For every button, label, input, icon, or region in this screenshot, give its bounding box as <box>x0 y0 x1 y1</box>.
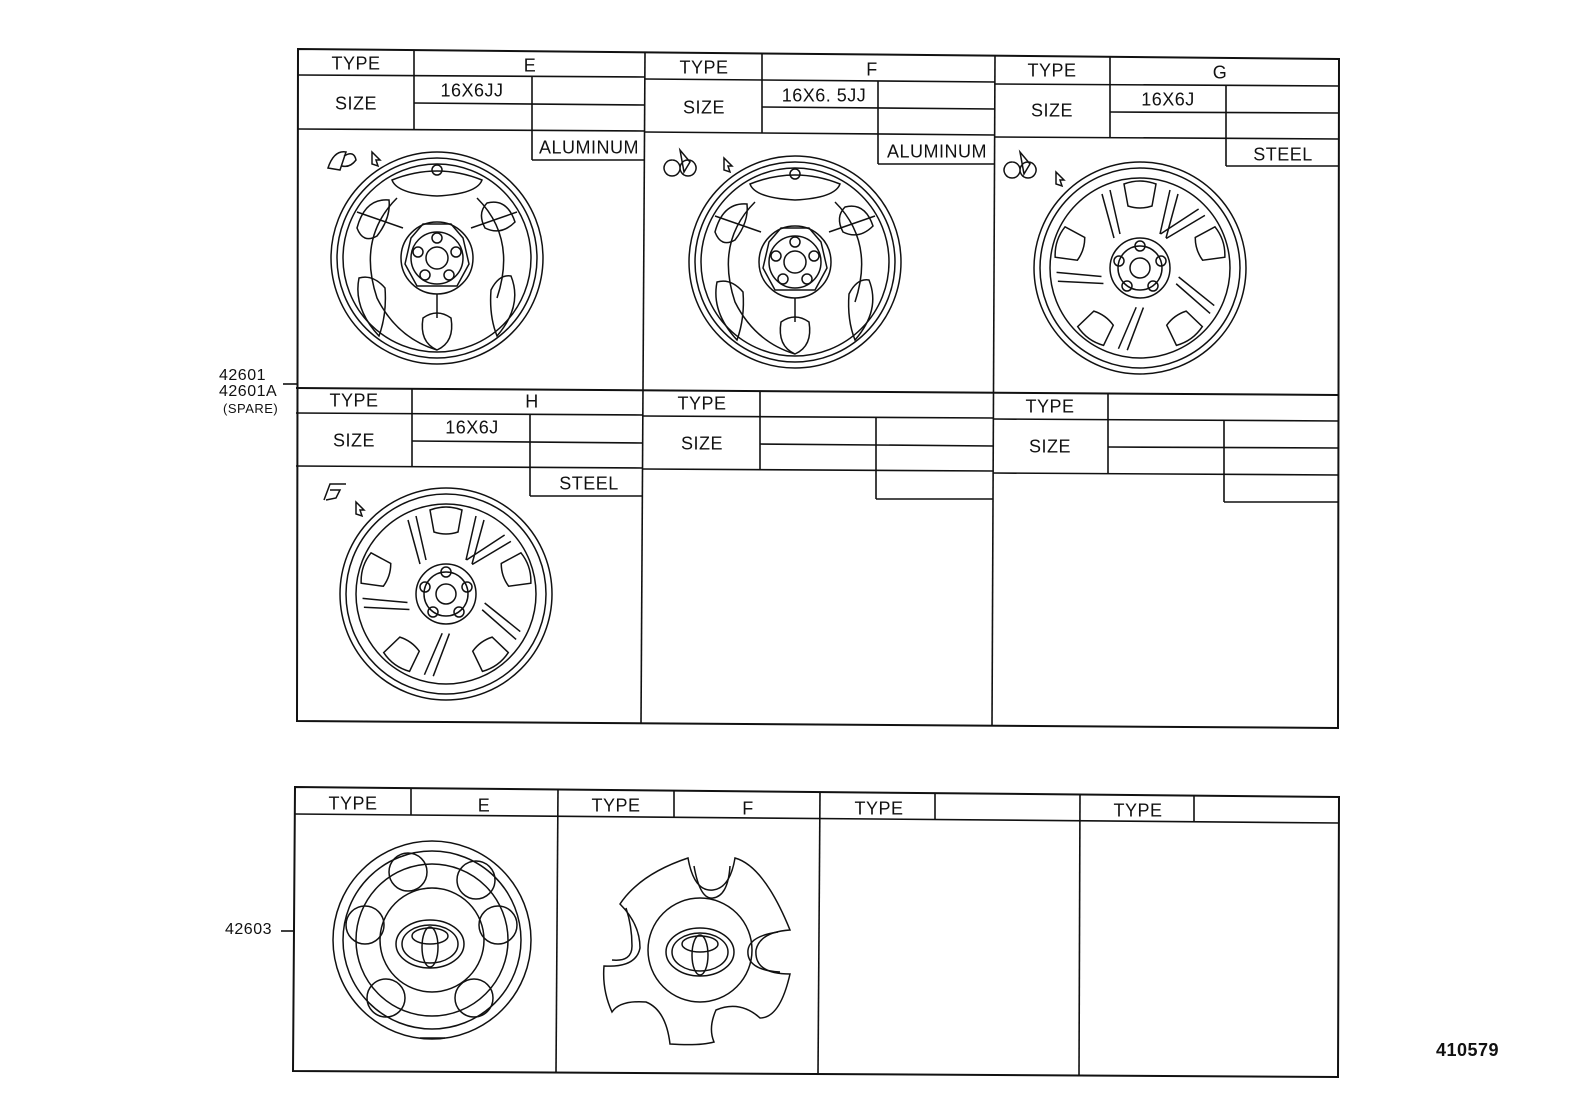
panel-h-type-value: H <box>525 391 539 412</box>
cap-e-illustration <box>332 840 532 1040</box>
panel-e-material: ALUMINUM <box>538 137 640 158</box>
logo-mark-h <box>323 483 346 501</box>
callout-42601a: 42601A <box>219 383 278 400</box>
callout-spare: (SPARE) <box>223 401 279 416</box>
cap-e-type-label: TYPE <box>328 793 378 814</box>
panel-e-type-label: TYPE <box>331 53 381 74</box>
panel-f-type-value: F <box>866 59 878 80</box>
panel-f-size-label: SIZE <box>682 97 726 118</box>
cap-f-type-value: F <box>742 798 754 819</box>
panel-h-size-label: SIZE <box>332 430 376 451</box>
panel-f-size-value: 16X6. 5JJ <box>781 85 867 106</box>
callout-42603: 42603 <box>225 921 272 938</box>
logo-mark-e <box>327 151 357 171</box>
panel-g-type-label: TYPE <box>1027 60 1077 81</box>
callout-42601: 42601 <box>219 367 266 384</box>
panel-g-material: STEEL <box>1253 144 1313 165</box>
cap-e-type-value: E <box>477 795 491 816</box>
cap-f-type-label: TYPE <box>591 795 641 816</box>
panel-g-size-label: SIZE <box>1030 100 1074 121</box>
panel-g-size-value: 16X6J <box>1141 89 1195 110</box>
panel-e-type-value: E <box>523 55 537 76</box>
panel-6-type-label: TYPE <box>1025 396 1075 417</box>
panel-5-type-label: TYPE <box>677 393 727 414</box>
wheel-g-illustration <box>1033 161 1247 375</box>
panel-h-material: STEEL <box>559 473 619 494</box>
panel-5-size-label: SIZE <box>680 433 724 454</box>
panel-f-type-label: TYPE <box>679 57 729 78</box>
wheel-e-illustration <box>330 151 544 365</box>
panel-g-type-value: G <box>1212 62 1228 83</box>
arrow-icon-f <box>723 156 734 174</box>
illustration-number: 410579 <box>1436 1040 1500 1060</box>
arrow-icon-g <box>1055 170 1066 188</box>
logo-mark-f <box>663 147 697 177</box>
panel-h-type-label: TYPE <box>329 390 379 411</box>
logo-mark-g <box>1003 149 1037 179</box>
cap-3-type-label: TYPE <box>854 798 904 819</box>
panel-e-size-label: SIZE <box>334 93 378 114</box>
cap-4-type-label: TYPE <box>1113 800 1163 821</box>
panel-6-size-label: SIZE <box>1028 436 1072 457</box>
panel-e-size-value: 16X6JJ <box>440 80 504 101</box>
wheel-h-illustration <box>339 487 553 701</box>
wheel-f-illustration <box>688 155 902 369</box>
arrow-icon-e <box>371 150 382 168</box>
panel-h-size-value: 16X6J <box>445 417 499 438</box>
arrow-icon-h <box>355 500 366 518</box>
cap-f-illustration <box>602 857 792 1046</box>
panel-f-material: ALUMINUM <box>886 141 988 162</box>
